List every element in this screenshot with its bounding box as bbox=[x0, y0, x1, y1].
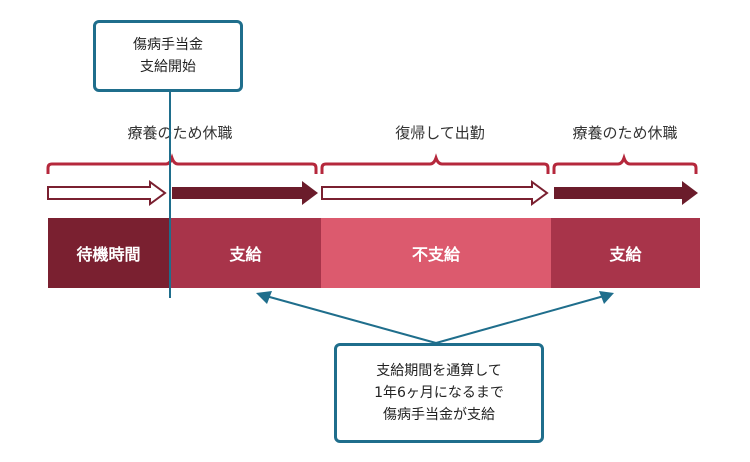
segment-label: 支給 bbox=[229, 245, 262, 264]
period-label-leave-2: 療養のため休職 bbox=[572, 124, 678, 142]
callout-line: 傷病手当金 bbox=[133, 37, 203, 53]
bracket-leave-2 bbox=[552, 153, 698, 174]
segment-waiting: 待機時間 bbox=[48, 218, 169, 288]
segment-unpaid: 不支給 bbox=[321, 218, 551, 288]
segment-paid-1: 支給 bbox=[170, 218, 321, 288]
arrow-return-outline bbox=[321, 180, 549, 206]
callout-line: 支給期間を通算して bbox=[376, 363, 502, 379]
arrow-paid-2 bbox=[554, 181, 698, 205]
segment-label: 待機時間 bbox=[76, 245, 141, 264]
pointer-arrowhead-right bbox=[599, 291, 614, 304]
segment-label: 不支給 bbox=[411, 245, 460, 264]
bracket-leave-1 bbox=[46, 153, 318, 174]
pointer-line-right bbox=[435, 295, 605, 344]
pointer-line-left bbox=[265, 295, 437, 344]
segment-label: 支給 bbox=[609, 245, 642, 264]
callout-line: 1年6ヶ月になるまで bbox=[374, 385, 504, 401]
arrow-paid-1 bbox=[172, 181, 318, 205]
arrow-waiting-outline bbox=[47, 180, 167, 206]
payment-period-callout: 支給期間を通算して 1年6ヶ月になるまで 傷病手当金が支給 bbox=[334, 343, 544, 443]
callout-line: 傷病手当金が支給 bbox=[383, 407, 495, 423]
bracket-return bbox=[320, 153, 550, 174]
segment-paid-2: 支給 bbox=[551, 218, 700, 288]
payment-start-callout: 傷病手当金 支給開始 bbox=[93, 20, 243, 92]
period-label-return: 復帰して出勤 bbox=[395, 124, 485, 142]
period-label-leave-1: 療養のため休職 bbox=[127, 124, 233, 142]
payment-start-line-overlay bbox=[169, 218, 171, 298]
callout-line: 支給開始 bbox=[140, 59, 196, 75]
pointer-arrowhead-left bbox=[256, 291, 272, 304]
